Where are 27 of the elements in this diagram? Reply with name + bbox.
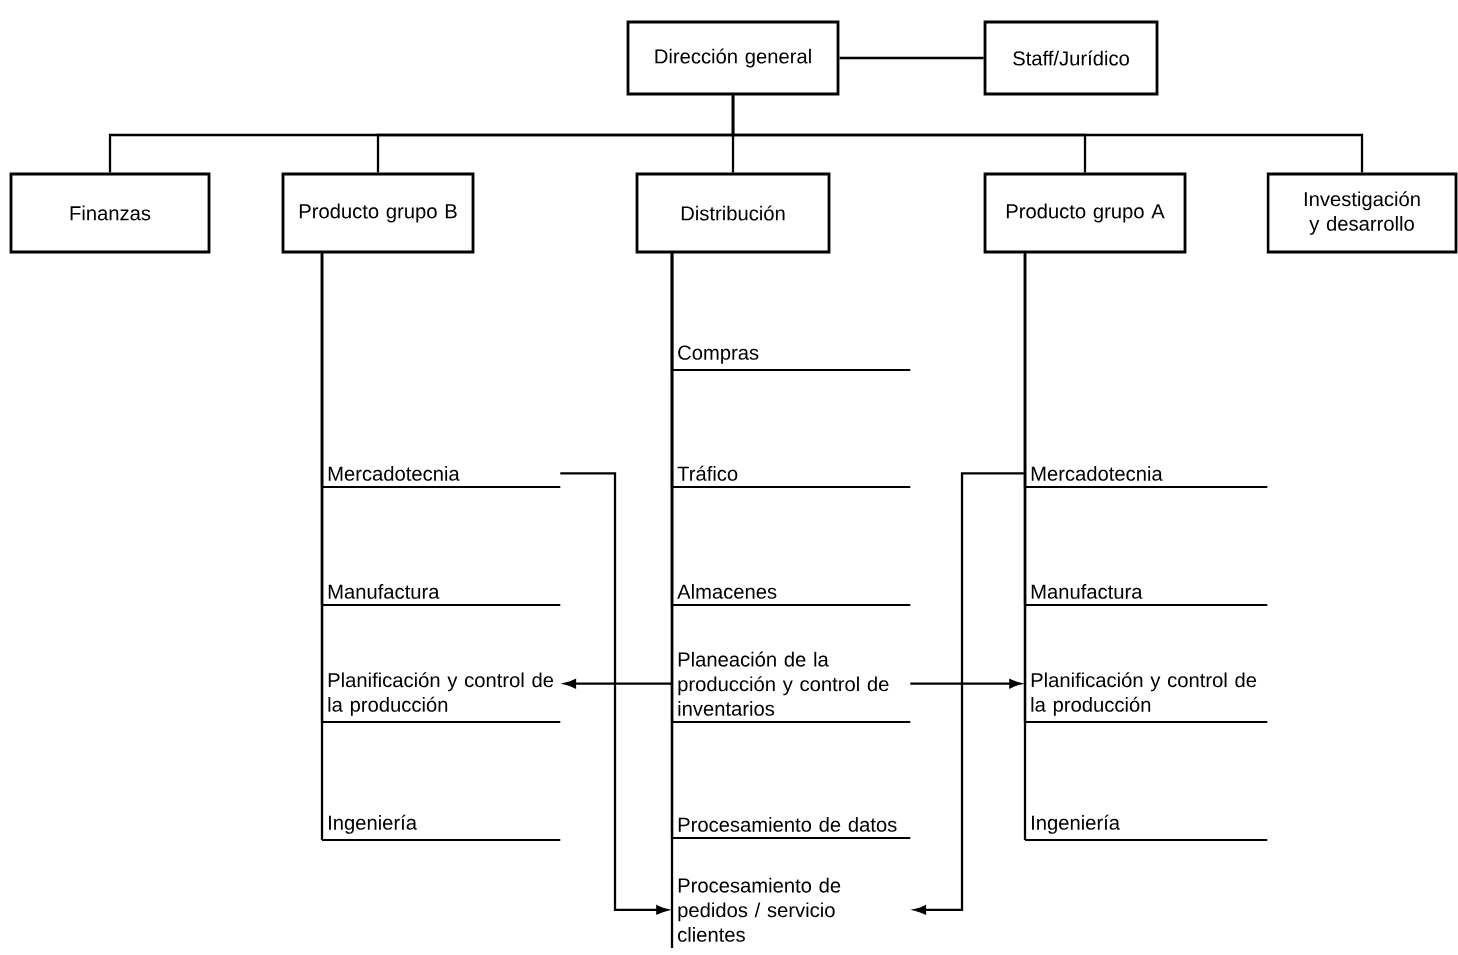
department-label: Ingeniería xyxy=(322,814,561,842)
connector-line xyxy=(731,95,1364,173)
connector-line xyxy=(320,253,324,840)
org-box: Staff/Jurídico xyxy=(983,20,1159,96)
org-box: Investigación y desarrollo xyxy=(1266,172,1458,254)
connector-line xyxy=(1023,253,1027,840)
department-label: Tráfico xyxy=(672,465,911,489)
org-box: Finanzas xyxy=(9,172,211,254)
department-label: Procesamiento de pedidos / servicio clientes xyxy=(678,877,841,942)
department-label: Almacenes xyxy=(672,584,911,607)
org-box: Producto grupo B xyxy=(281,172,475,254)
department-label: Ingeniería xyxy=(1025,814,1268,842)
connector-line xyxy=(839,56,984,60)
department-label: Mercadotecnia xyxy=(1025,466,1268,489)
org-box: Producto grupo A xyxy=(983,172,1187,254)
connector-line xyxy=(560,472,668,915)
department-label: Procesamiento de datos xyxy=(672,817,911,840)
department-label: Mercadotecnia xyxy=(322,466,561,489)
department-label: Manufactura xyxy=(1025,584,1268,607)
department-label: Manufactura xyxy=(322,584,561,607)
department-label: Planificación y control de la producción xyxy=(322,672,561,724)
connector-line xyxy=(670,253,674,948)
department-label: Planificación y control de la producción xyxy=(1025,672,1268,724)
org-box: Distribución xyxy=(635,172,831,254)
department-label: Planeación de la producción y control de inventarios xyxy=(672,651,911,724)
department-label: Compras xyxy=(672,345,911,372)
org-box: Dirección general xyxy=(626,20,840,96)
